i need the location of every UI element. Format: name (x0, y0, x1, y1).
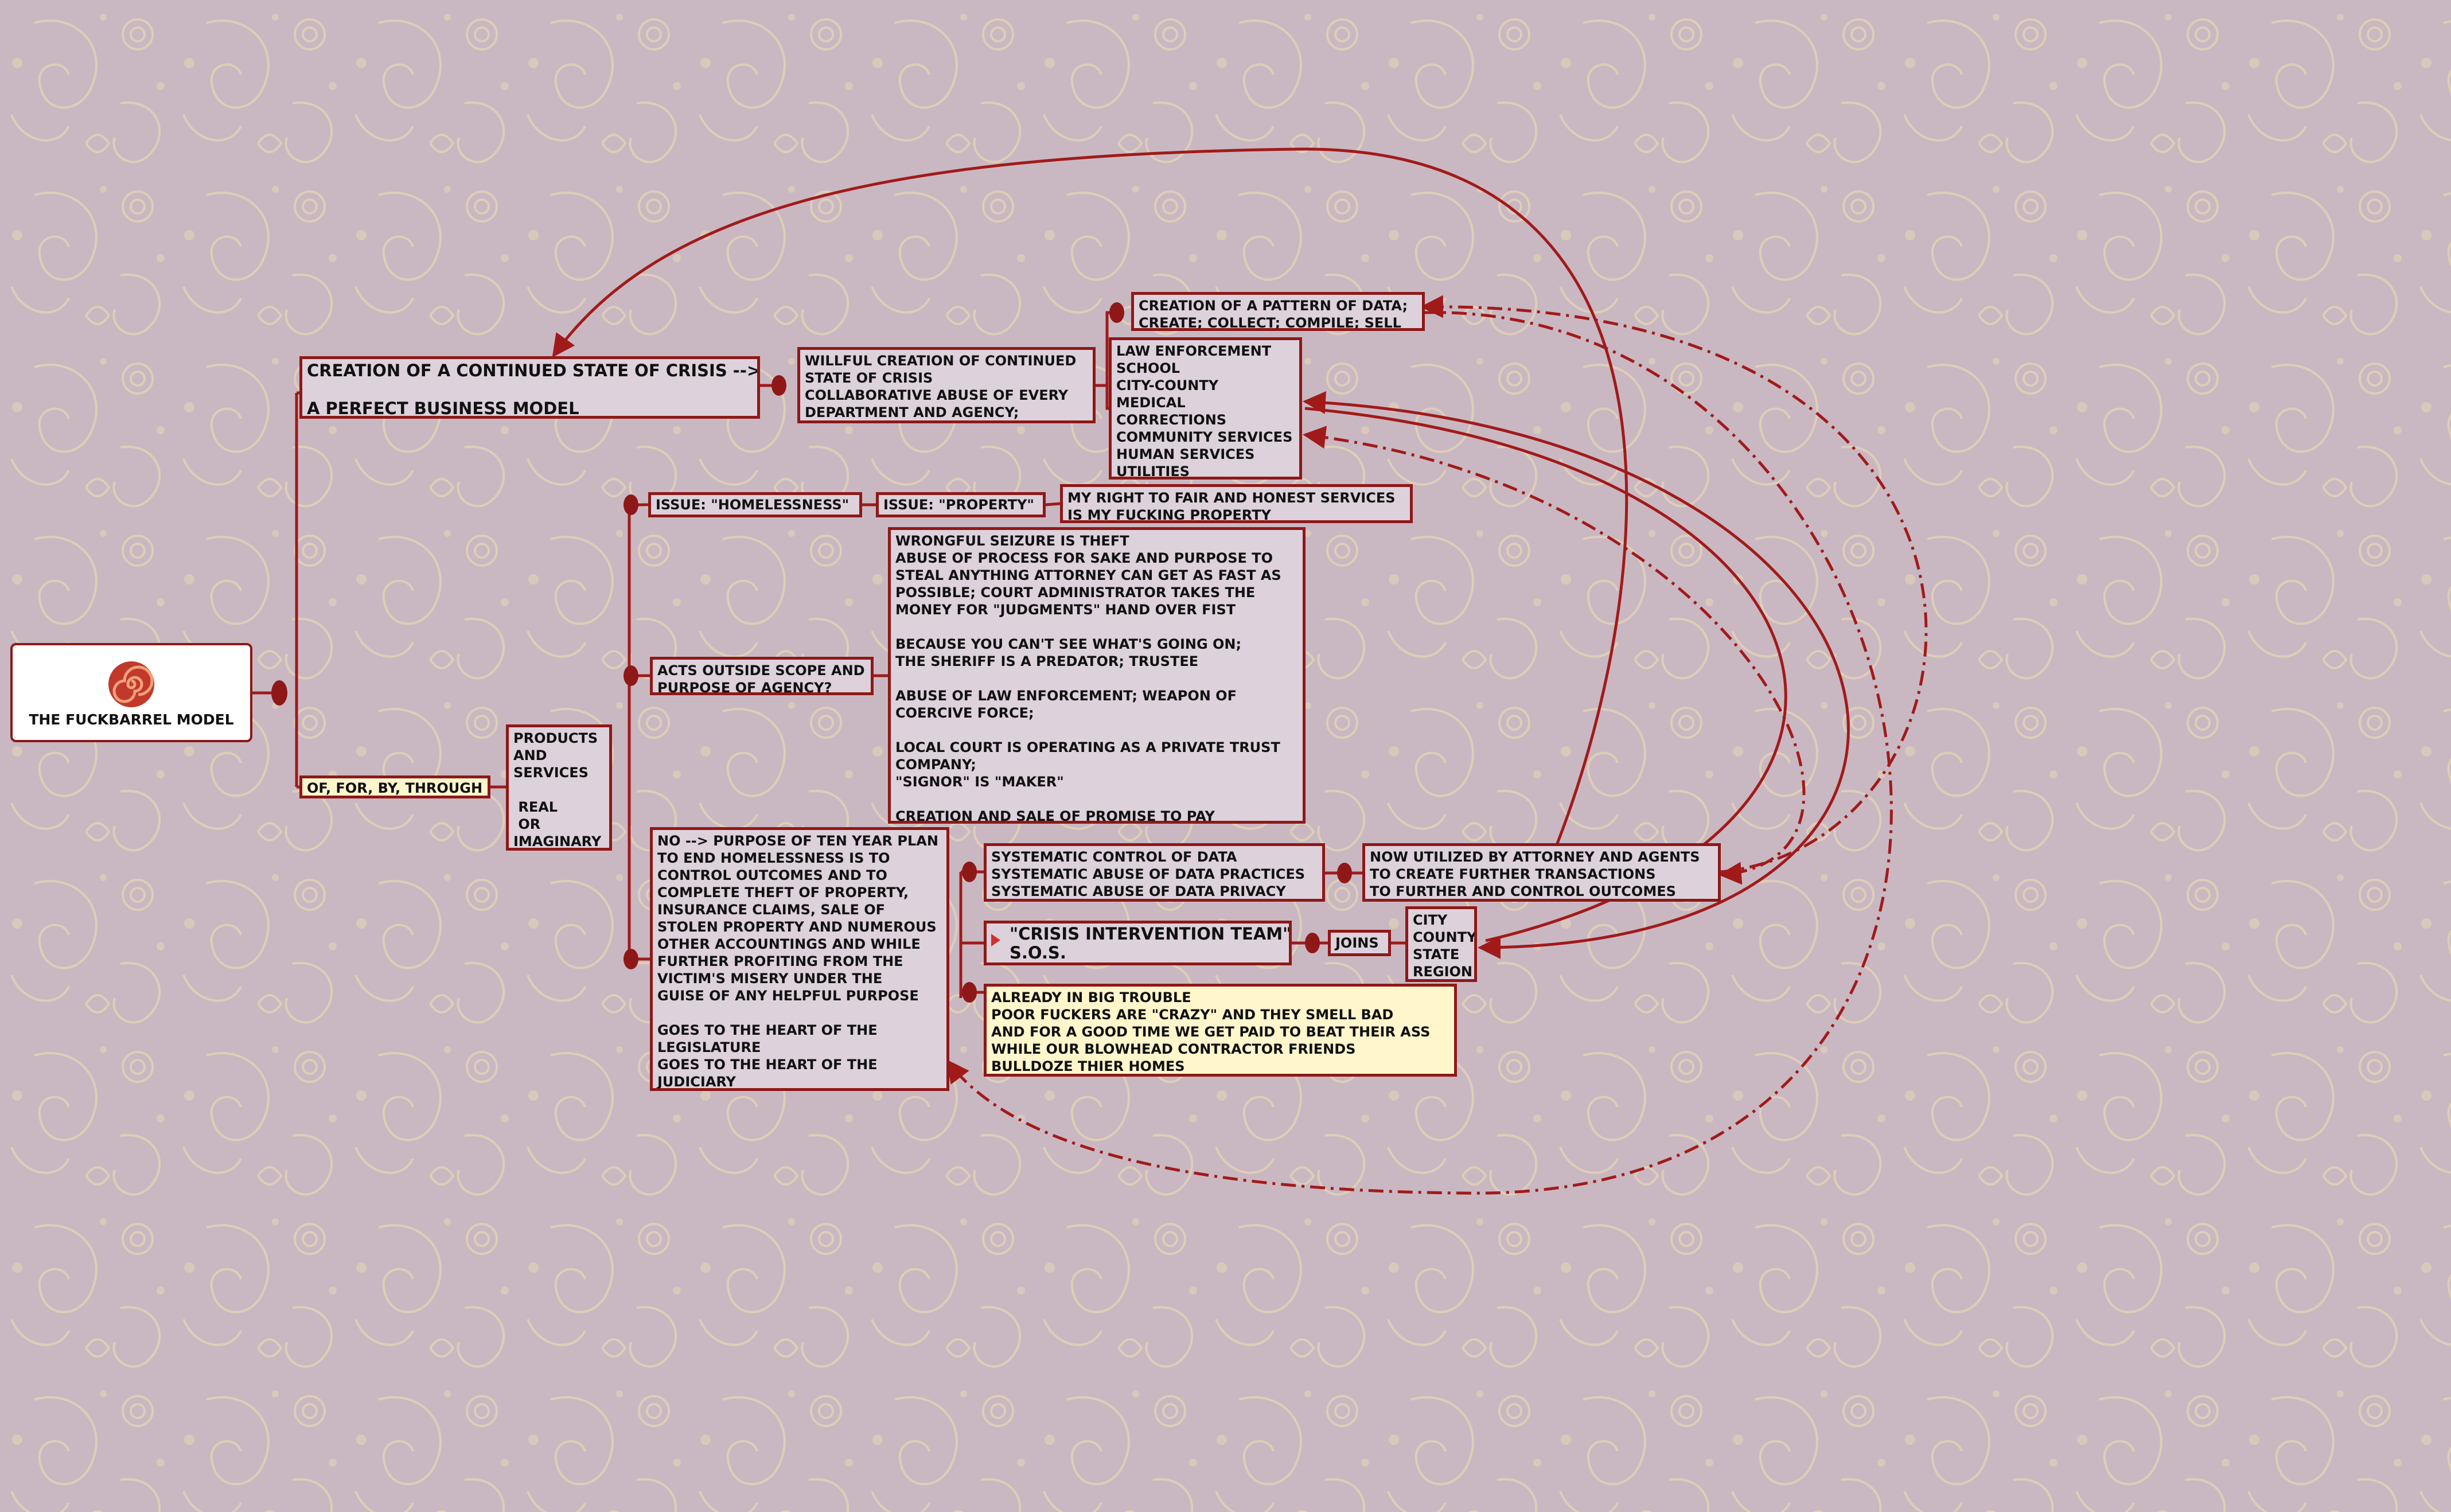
node-acts-outside-scope[interactable]: ACTS OUTSIDE SCOPE AND PURPOSE OF AGENCY… (650, 657, 874, 695)
node-crisis[interactable]: CREATION OF A CONTINUED STATE OF CRISIS … (299, 356, 760, 419)
node-now-utilized[interactable]: NOW UTILIZED BY ATTORNEY AND AGENTS TO C… (1362, 843, 1721, 902)
node-systematic-data[interactable]: SYSTEMATIC CONTROL OF DATA SYSTEMATIC AB… (984, 843, 1325, 902)
node-issue-homelessness[interactable]: ISSUE: "HOMELESSNESS" (648, 492, 862, 517)
root-label: THE FUCKBARREL MODEL (29, 711, 234, 728)
node-issue-property[interactable]: ISSUE: "PROPERTY" (876, 492, 1046, 517)
root-topic[interactable]: THE FUCKBARREL MODEL (10, 643, 252, 742)
node-crisis-intervention-team[interactable]: "CRISIS INTERVENTION TEAM" S.O.S. (984, 921, 1292, 965)
node-ten-year-plan[interactable]: NO --> PURPOSE OF TEN YEAR PLAN TO END H… (650, 827, 949, 1091)
node-products-services[interactable]: PRODUCTS AND SERVICES REAL OR IMAGINARY (506, 724, 612, 851)
node-my-right[interactable]: MY RIGHT TO FAIR AND HONEST SERVICES IS … (1060, 484, 1413, 523)
node-pattern-of-data[interactable]: CREATION OF A PATTERN OF DATA; CREATE; C… (1131, 292, 1425, 331)
node-already-in-trouble[interactable]: ALREADY IN BIG TROUBLE POOR FUCKERS ARE … (984, 984, 1457, 1077)
flag-marker-icon (991, 934, 1000, 946)
node-of-for-by-through[interactable]: OF, FOR, BY, THROUGH (299, 776, 490, 798)
node-agencies-list[interactable]: LAW ENFORCEMENT SCHOOL CITY-COUNTY MEDIC… (1109, 337, 1302, 480)
spiral-logo-icon (108, 661, 154, 707)
node-willful-creation[interactable]: WILLFUL CREATION OF CONTINUED STATE OF C… (797, 347, 1096, 423)
node-wrongful-seizure[interactable]: WRONGFUL SEIZURE IS THEFT ABUSE OF PROCE… (888, 527, 1306, 824)
node-joins[interactable]: JOINS (1328, 930, 1391, 956)
node-city-county-state[interactable]: CITY COUNTY STATE REGION (1405, 906, 1477, 982)
